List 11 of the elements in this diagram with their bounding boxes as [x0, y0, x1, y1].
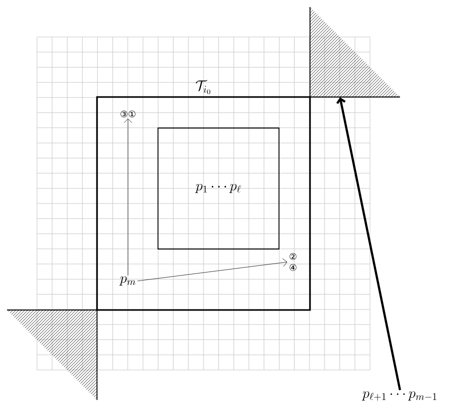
point-label: $p_m$	[119, 276, 136, 286]
arrow	[124, 118, 132, 276]
arrow	[137, 258, 288, 282]
point-label: $p_{\ell+1} \cdots p_{m-1}$	[362, 391, 436, 401]
hatched-corner	[6, 310, 98, 400]
inner-square: $p_1 \cdots p_\ell$	[158, 128, 280, 250]
leader-arrow	[336, 97, 402, 390]
hatched-corner	[310, 6, 400, 98]
step-marks: ② ④	[290, 253, 296, 271]
step-marks: ③①	[120, 110, 136, 118]
node-label: $\mathcal{T}_{i_0}$	[196, 80, 210, 94]
